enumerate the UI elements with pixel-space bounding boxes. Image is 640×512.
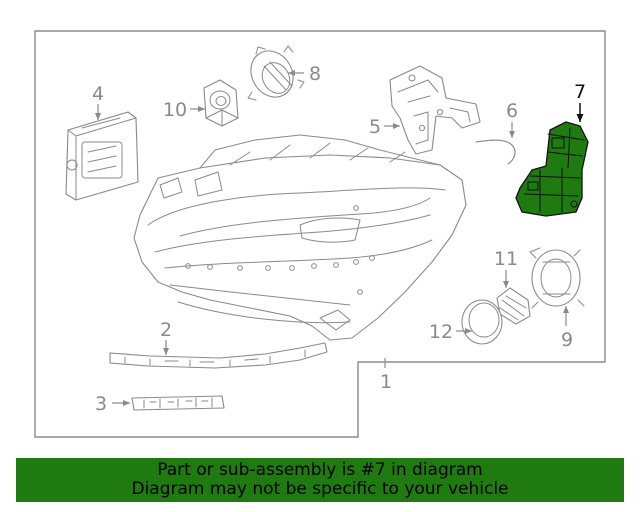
callout-10: 10: [163, 99, 187, 121]
callout-8: 8: [309, 63, 321, 85]
seal-hose[interactable]: [475, 139, 516, 165]
callout-9: 9: [561, 329, 573, 351]
mounting-bracket-upper[interactable]: [389, 65, 481, 155]
callout-7: 7: [574, 81, 586, 103]
callout-2: 2: [160, 319, 172, 341]
info-banner: Part or sub-assembly is #7 in diagram Di…: [16, 458, 624, 502]
callout-6: 6: [506, 100, 518, 122]
banner-line-part: Part or sub-assembly is #7 in diagram: [157, 460, 483, 480]
callout-1: 1: [380, 371, 392, 393]
callout-11: 11: [494, 248, 518, 270]
highlighted-part-7[interactable]: [515, 121, 589, 217]
callout-3: 3: [95, 393, 107, 415]
small-socket[interactable]: [203, 79, 239, 127]
mounting-bracket[interactable]: [109, 342, 328, 369]
banner-line-disclaimer: Diagram may not be specific to your vehi…: [131, 479, 509, 499]
callout-12: 12: [429, 321, 453, 343]
callout-4: 4: [92, 83, 104, 105]
round-cap[interactable]: [461, 299, 503, 345]
retaining-ring[interactable]: [529, 247, 585, 309]
bulb-socket[interactable]: [243, 43, 305, 105]
clip-strip[interactable]: [131, 395, 225, 411]
diagram-frame: [34, 30, 606, 438]
callout-5: 5: [369, 116, 381, 138]
headlamp-housing[interactable]: [133, 134, 467, 341]
control-module[interactable]: [65, 111, 139, 201]
